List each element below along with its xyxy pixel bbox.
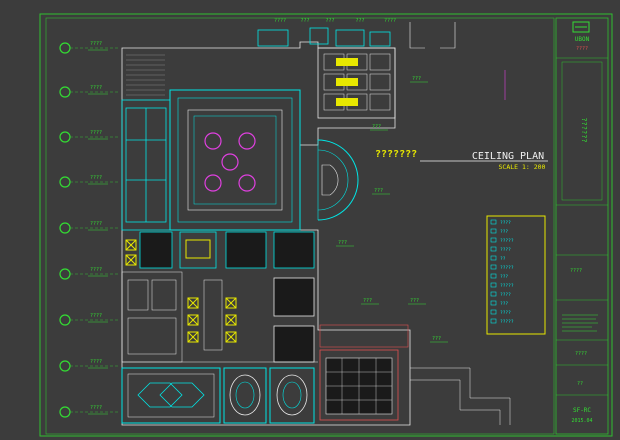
titleblock-field-1: ???? bbox=[570, 268, 582, 274]
grid-bubble bbox=[59, 42, 71, 54]
room-tag: ??? bbox=[363, 298, 372, 304]
top-dimension-tags: ????????????????? bbox=[274, 18, 396, 24]
legend-label: ????? bbox=[500, 319, 514, 325]
left-tag: ???? bbox=[90, 221, 102, 227]
logo-text: UBON bbox=[575, 36, 590, 43]
legend-label: ???? bbox=[500, 220, 511, 226]
left-wing-structure bbox=[121, 99, 171, 231]
left-tag: ???? bbox=[90, 359, 102, 365]
grid-bubble-column: ???????????????????????????????????? bbox=[59, 41, 118, 418]
legend-label: ???? bbox=[500, 292, 511, 298]
legend-label: ???? bbox=[500, 247, 511, 253]
legend-label: ????? bbox=[500, 283, 514, 289]
hatch-area bbox=[126, 54, 165, 101]
legend-swatch bbox=[490, 282, 497, 288]
drawing-frame bbox=[39, 13, 613, 437]
column-markers bbox=[125, 239, 237, 343]
grid-bubble bbox=[59, 176, 71, 188]
project-name-vertical: ?????? bbox=[580, 117, 588, 142]
top-tag: ??? bbox=[325, 18, 334, 24]
legend-swatch bbox=[490, 237, 497, 243]
room-tag: ??? bbox=[372, 124, 381, 130]
legend-swatch bbox=[490, 273, 497, 279]
left-tag: ???? bbox=[90, 313, 102, 319]
top-tag: ??? bbox=[300, 18, 309, 24]
title-block: UBON ???? ?????? ???? ???? ?? SF-RC 2015… bbox=[555, 17, 609, 435]
left-tag: ???? bbox=[90, 85, 102, 91]
grid-bubble bbox=[59, 406, 71, 418]
top-tag: ??? bbox=[355, 18, 364, 24]
legend-label: ??? bbox=[500, 274, 508, 280]
titleblock-notes bbox=[562, 314, 598, 332]
legend-swatch bbox=[490, 228, 497, 234]
legend-swatch bbox=[490, 264, 497, 270]
service-area bbox=[121, 271, 318, 363]
drawing-code: SF-RC bbox=[573, 407, 591, 414]
left-tag: ???? bbox=[90, 175, 102, 181]
titleblock-field-3: ?? bbox=[577, 381, 583, 387]
legend-label: ??? bbox=[500, 301, 508, 307]
chandelier-icon bbox=[204, 174, 222, 192]
chandelier-icon bbox=[238, 174, 256, 192]
legend-swatch bbox=[490, 318, 497, 324]
left-tag: ???? bbox=[90, 130, 102, 136]
semicircle-lounge bbox=[317, 139, 359, 221]
room-tag: ??? bbox=[374, 188, 383, 194]
chandelier-icon bbox=[221, 153, 239, 171]
titleblock-field-2: ???? bbox=[575, 351, 587, 357]
left-tag: ???? bbox=[90, 405, 102, 411]
grid-bubble bbox=[59, 86, 71, 98]
question-label: ??????? bbox=[375, 149, 417, 160]
legend-label: ???? bbox=[500, 310, 511, 316]
legend-swatch bbox=[490, 291, 497, 297]
legend-label: ?? bbox=[500, 256, 506, 262]
dark-rooms bbox=[139, 231, 315, 363]
drawing-date: 2015.04 bbox=[571, 418, 592, 424]
grid-bubble bbox=[59, 222, 71, 234]
bottom-rooms bbox=[121, 324, 409, 424]
legend-swatch bbox=[490, 246, 497, 252]
legend: ????????????????????????????????????????… bbox=[486, 215, 546, 335]
top-entry bbox=[257, 27, 391, 47]
chandelier-icon bbox=[238, 132, 256, 150]
ceiling-plan bbox=[121, 22, 511, 426]
corridor bbox=[410, 367, 511, 425]
legend-swatch bbox=[490, 309, 497, 315]
legend-label: ????? bbox=[500, 238, 514, 244]
grid-bubble bbox=[59, 131, 71, 143]
company-logo-icon bbox=[572, 21, 590, 33]
room-tag: ??? bbox=[338, 240, 347, 246]
central-hall bbox=[169, 89, 301, 231]
legend-swatch bbox=[490, 300, 497, 306]
plan-title: CEILING PLAN bbox=[472, 151, 544, 162]
legend-label: ????? bbox=[500, 265, 514, 271]
upper-right-room bbox=[317, 47, 396, 119]
grid-bubble bbox=[59, 360, 71, 372]
plan-scale: SCALE 1: 200 bbox=[499, 163, 546, 171]
drawing-inner-frame bbox=[45, 17, 555, 435]
legend-swatch bbox=[490, 255, 497, 261]
chandelier-icon bbox=[204, 132, 222, 150]
legend-swatch bbox=[490, 219, 497, 225]
top-right-structure bbox=[409, 22, 506, 100]
yellow-panel bbox=[185, 239, 211, 259]
room-tags: ????????????????????? bbox=[336, 76, 448, 343]
grid-bubble bbox=[59, 314, 71, 326]
top-tag: ???? bbox=[384, 18, 396, 24]
left-tag: ???? bbox=[90, 267, 102, 273]
room-tag: ??? bbox=[432, 336, 441, 342]
top-tag: ???? bbox=[274, 18, 286, 24]
room-tag: ??? bbox=[412, 76, 421, 82]
logo-subtext: ???? bbox=[576, 46, 588, 52]
legend-label: ??? bbox=[500, 229, 508, 235]
grid-bubble bbox=[59, 268, 71, 280]
left-tag: ???? bbox=[90, 41, 102, 47]
room-tag: ??? bbox=[410, 298, 419, 304]
